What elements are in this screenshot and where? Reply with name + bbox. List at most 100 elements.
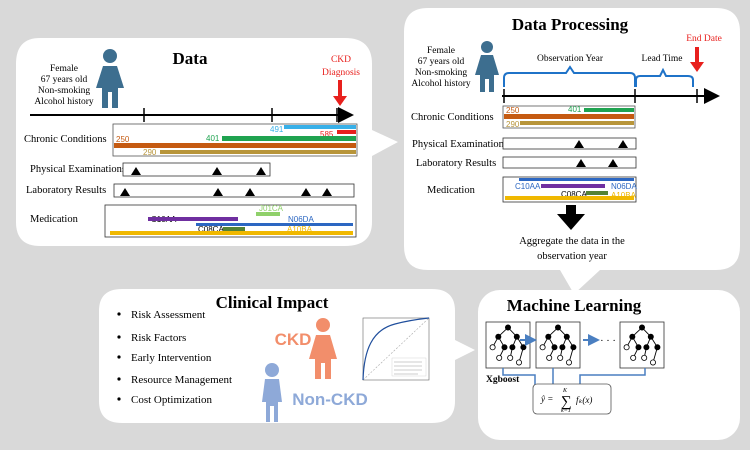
data-patient-alcohol: Alcohol history bbox=[34, 97, 94, 107]
impact-panel-title: Clinical Impact bbox=[216, 293, 329, 312]
formula-lower: k=1 bbox=[561, 408, 571, 414]
tree-split-node bbox=[555, 324, 562, 331]
tree-leaf-node bbox=[516, 359, 523, 366]
data-physical-label: Physical Examinations bbox=[30, 164, 126, 175]
tree-split-node bbox=[639, 324, 646, 331]
processing-panel: Data Processing Female 67 years old Non-… bbox=[404, 8, 740, 294]
proc-chronic-label: Chronic Conditions bbox=[411, 112, 494, 123]
lab-marker-icon bbox=[120, 188, 130, 196]
impact-item-risk-factors: Risk Factors bbox=[131, 332, 186, 344]
proc-medication-label: Medication bbox=[427, 185, 476, 196]
roc-curve bbox=[362, 317, 430, 381]
tree-split-node bbox=[643, 344, 650, 351]
proc-bar-290 bbox=[520, 121, 634, 125]
formula-term: fₖ(x) bbox=[576, 395, 592, 405]
lead-time-bracket bbox=[635, 67, 694, 87]
aggregate-text-line1: Aggregate the data in the bbox=[519, 236, 625, 247]
data-patient-smoking: Non-smoking bbox=[38, 86, 91, 96]
tree-leaf-node bbox=[641, 354, 648, 361]
exam-marker-icon bbox=[256, 167, 266, 175]
formula-upper: K bbox=[562, 388, 568, 394]
impact-list: Risk Assessment Risk Factors Early Inter… bbox=[117, 309, 232, 406]
roc-thumbnail bbox=[362, 317, 430, 381]
tree-split-node bbox=[563, 333, 570, 340]
proc-bar-a10ba bbox=[505, 196, 634, 200]
ml-ellipsis: · · · bbox=[600, 336, 616, 347]
proc-bar-n06da bbox=[519, 178, 634, 181]
proc-physical-box bbox=[502, 137, 637, 150]
data-code-a10ba: A10BA bbox=[287, 225, 313, 234]
data-code-c08ca: C08CA bbox=[198, 225, 224, 234]
ml-panel: Machine Learning · · · Xgboost ŷ = ∑ K k… bbox=[478, 290, 740, 440]
impact-item-cost-optimization: Cost Optimization bbox=[131, 394, 212, 406]
tree-split-node bbox=[635, 344, 642, 351]
data-bar-250 bbox=[114, 143, 356, 148]
tree-split-node bbox=[501, 344, 508, 351]
ckd-diagnosis-label-line1: CKD bbox=[331, 55, 351, 65]
proc-patient-age: 67 years old bbox=[418, 57, 465, 67]
proc-patient-alcohol: Alcohol history bbox=[411, 79, 471, 89]
data-bar-n06da bbox=[196, 223, 353, 226]
tree-split-node bbox=[520, 344, 527, 351]
data-code-491: 491 bbox=[270, 125, 284, 134]
proc-code-c10aa: C10AA bbox=[515, 182, 541, 191]
ml-panel-title: Machine Learning bbox=[507, 296, 642, 315]
lab-marker-icon bbox=[245, 188, 255, 196]
tree-leaf-node bbox=[566, 359, 573, 366]
proc-patient-smoking: Non-smoking bbox=[415, 68, 468, 78]
data-code-n06da: N06DA bbox=[288, 215, 314, 224]
tree-split-node bbox=[509, 344, 516, 351]
observation-year-label: Observation Year bbox=[537, 54, 604, 64]
lab-marker-icon bbox=[213, 188, 223, 196]
tree-split-node bbox=[570, 344, 577, 351]
tree-ensemble bbox=[485, 321, 665, 369]
data-bar-c08ca bbox=[223, 227, 245, 231]
proc-code-290: 290 bbox=[506, 120, 520, 129]
data-chronic-label: Chronic Conditions bbox=[24, 134, 107, 145]
tree-split-node bbox=[559, 344, 566, 351]
data-patient-sex: Female bbox=[50, 64, 78, 74]
proc-code-401: 401 bbox=[568, 105, 582, 114]
proc-code-250: 250 bbox=[506, 106, 520, 115]
tree-leaf-node bbox=[539, 344, 546, 351]
xgboost-label: Xgboost bbox=[486, 375, 520, 385]
observation-bracket bbox=[503, 65, 636, 87]
nonckd-person-icon bbox=[262, 363, 282, 422]
diagnosis-arrow-icon bbox=[333, 96, 347, 106]
tree-leaf-node bbox=[630, 354, 637, 361]
data-panel-title: Data bbox=[173, 49, 208, 68]
data-code-j01ca: J01CA bbox=[259, 204, 284, 213]
data-panel: Data Female 67 years old Non-smoking Alc… bbox=[16, 38, 398, 246]
data-patient: Female 67 years old Non-smoking Alcohol … bbox=[34, 49, 124, 108]
impact-item-risk-assessment: Risk Assessment bbox=[131, 309, 205, 321]
proc-bar-401 bbox=[584, 108, 634, 112]
nonckd-label: Non-CKD bbox=[292, 390, 368, 409]
proc-patient-sex: Female bbox=[427, 46, 455, 56]
data-bar-j01ca bbox=[256, 212, 280, 216]
tree-leaf-node bbox=[623, 344, 630, 351]
impact-item-resource-management: Resource Management bbox=[131, 374, 232, 386]
tree-leaf-node bbox=[557, 354, 564, 361]
lab-marker-icon bbox=[576, 159, 586, 167]
proc-code-c08ca: C08CA bbox=[561, 190, 587, 199]
end-date-arrow-icon bbox=[690, 62, 704, 72]
data-patient-age: 67 years old bbox=[41, 75, 88, 85]
data-code-250: 250 bbox=[116, 135, 130, 144]
exam-marker-icon bbox=[212, 167, 222, 175]
exam-marker-icon bbox=[131, 167, 141, 175]
data-bar-585 bbox=[337, 130, 356, 134]
exam-marker-icon bbox=[618, 140, 628, 148]
ckd-person-icon bbox=[309, 318, 337, 379]
data-physical-box bbox=[122, 162, 271, 177]
data-bar-290 bbox=[160, 150, 356, 154]
impact-item-early-intervention: Early Intervention bbox=[131, 352, 212, 364]
tree-split-node bbox=[513, 333, 520, 340]
impact-panel: Clinical Impact Risk Assessment Risk Fac… bbox=[99, 289, 475, 423]
aggregate-text-line2: observation year bbox=[537, 251, 607, 262]
tree-split-node bbox=[545, 333, 552, 340]
data-bar-a10ba bbox=[110, 231, 353, 235]
tree-split-node bbox=[504, 324, 511, 331]
proc-lab-box bbox=[502, 156, 637, 169]
